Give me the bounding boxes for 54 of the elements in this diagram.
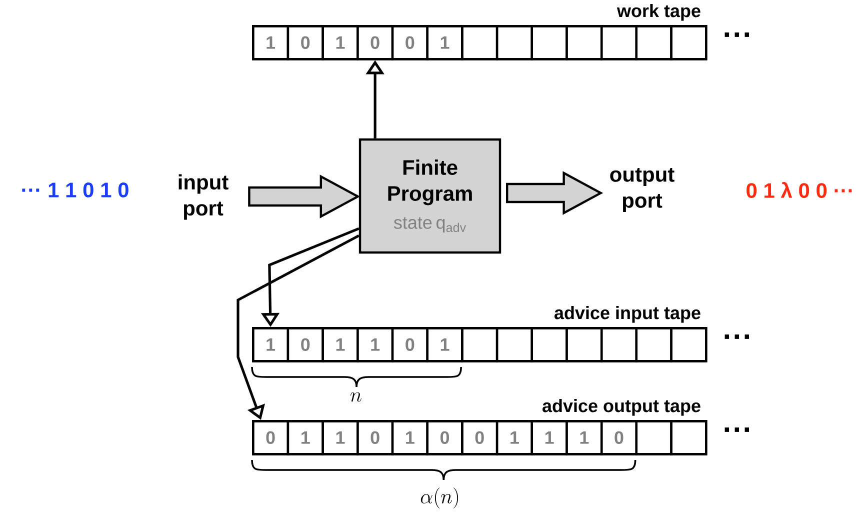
tape-cell bbox=[461, 25, 498, 60]
tape-cell: 1 bbox=[426, 327, 464, 362]
tape-cell: 1 bbox=[252, 25, 290, 60]
tape-cell: 1 bbox=[322, 327, 359, 362]
tape-cell bbox=[600, 25, 638, 60]
brace-label: $n$ bbox=[350, 392, 362, 402]
tape-cell: 0 bbox=[356, 420, 394, 456]
tape-cell: 0 bbox=[286, 327, 324, 362]
tape-cell: 0 bbox=[286, 25, 324, 60]
tape-cell bbox=[530, 25, 568, 60]
tape-cell bbox=[600, 327, 638, 362]
tape-cell bbox=[635, 25, 672, 60]
tape-label: advice input tape bbox=[554, 306, 700, 323]
tape-cell: 1 bbox=[252, 327, 290, 362]
tape-cell bbox=[635, 327, 672, 362]
tape-cell bbox=[566, 25, 603, 60]
tape-label: work tape bbox=[616, 4, 700, 21]
tape-cell: 0 bbox=[252, 420, 290, 456]
tape-cell: 1 bbox=[426, 25, 464, 60]
block-arrow bbox=[248, 174, 360, 218]
port-label: output port bbox=[610, 168, 674, 212]
tape-cell bbox=[530, 327, 568, 362]
tape-cell: 0 bbox=[600, 420, 638, 456]
tape-cell: 1 bbox=[286, 420, 324, 456]
tape-cell bbox=[496, 25, 533, 60]
tape-cell bbox=[566, 327, 603, 362]
tape-cell: 1 bbox=[356, 327, 394, 362]
tape-cell: 1 bbox=[391, 420, 428, 456]
tape-label: advice output tape bbox=[542, 399, 700, 416]
tape-cell bbox=[670, 420, 708, 456]
bit-stream: 0 1 λ 0 0 ··· bbox=[746, 182, 852, 198]
tape-cell: 0 bbox=[461, 420, 498, 456]
tape-cell bbox=[496, 327, 533, 362]
tape-cell: 1 bbox=[566, 420, 603, 456]
ellipsis: ··· bbox=[724, 32, 749, 37]
tape-cell: 1 bbox=[322, 25, 359, 60]
tape-cell bbox=[670, 25, 708, 60]
tape-cell bbox=[461, 327, 498, 362]
ellipsis: ··· bbox=[724, 334, 749, 339]
bit-stream: ··· 1 1 0 1 0 bbox=[22, 182, 128, 198]
tape-cell: 1 bbox=[530, 420, 568, 456]
port-label: input port bbox=[178, 174, 228, 220]
tape-cell bbox=[670, 327, 708, 362]
tape-cell: 0 bbox=[356, 25, 394, 60]
tape-cell: 1 bbox=[322, 420, 359, 456]
tape-cell: 0 bbox=[391, 327, 428, 362]
ellipsis: ··· bbox=[724, 427, 749, 432]
block-arrow bbox=[506, 171, 604, 215]
tape-cell bbox=[635, 420, 672, 456]
tape-cell: 0 bbox=[391, 25, 428, 60]
tape-cell: 1 bbox=[496, 420, 533, 456]
tape-cell: 0 bbox=[426, 420, 464, 456]
program-box: Finite Program state q$_{adv}$ bbox=[358, 138, 502, 254]
brace-label: $\alpha(n)$ bbox=[420, 488, 458, 508]
